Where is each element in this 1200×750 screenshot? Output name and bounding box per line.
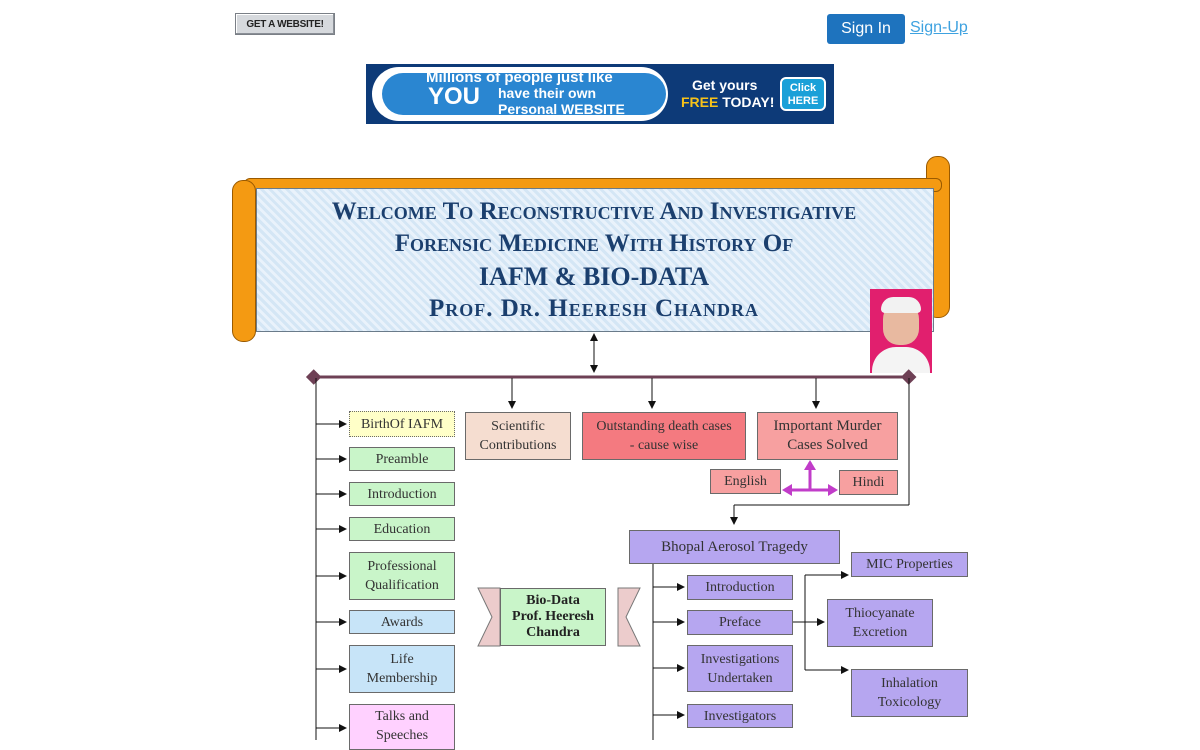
sign-up-link[interactable]: Sign-Up: [910, 19, 968, 36]
inhalation-toxicology-link[interactable]: Inhalation Toxicology: [851, 669, 968, 717]
awards-link[interactable]: Awards: [349, 610, 455, 634]
get-website-button[interactable]: GET A WEBSITE!: [235, 13, 335, 35]
website-ad-banner[interactable]: Millions of people just like YOU have th…: [366, 64, 834, 124]
banner-you: YOU: [428, 83, 481, 110]
banner-line2: have their own: [498, 85, 597, 101]
title-line1: Welcome To Reconstructive And Investigat…: [331, 198, 857, 225]
scientific-contributions-link[interactable]: Scientific Contributions: [465, 412, 571, 460]
bhopal-aerosol-tragedy-link[interactable]: Bhopal Aerosol Tragedy: [629, 530, 840, 564]
banner-free-word: FREE: [681, 94, 719, 110]
sign-in-button[interactable]: Sign In: [827, 14, 905, 44]
photo-hair: [881, 297, 921, 313]
banner-pill: [372, 67, 668, 121]
bhopal-preface-link[interactable]: Preface: [687, 610, 793, 635]
banner-click: Click: [789, 82, 817, 94]
mic-properties-link[interactable]: MIC Properties: [851, 552, 968, 577]
banner-line3: Personal WEBSITE: [498, 101, 625, 117]
title-line2: Forensic Medicine With History Of: [394, 230, 794, 257]
banner-line1: Millions of people just like: [426, 69, 613, 86]
title-line4: Prof. Dr. Heeresh Chandra: [428, 295, 760, 322]
lang-arrow-left: [782, 484, 792, 496]
banner-pill-inner: [382, 73, 666, 115]
important-murder-cases-link[interactable]: Important Murder Cases Solved: [757, 412, 898, 460]
bhopal-investigations-link[interactable]: Investigations Undertaken: [687, 645, 793, 692]
birth-of-iafm-link[interactable]: BirthOf IAFM: [349, 411, 455, 437]
thiocyanate-excretion-link[interactable]: Thiocyanate Excretion: [827, 599, 933, 647]
introduction-link[interactable]: Introduction: [349, 482, 455, 506]
lang-arrow-right: [828, 484, 838, 496]
biodata-line1: Bio-Data: [526, 593, 580, 608]
english-link[interactable]: English: [710, 469, 781, 494]
bhopal-introduction-link[interactable]: Introduction: [687, 575, 793, 600]
biodata-line3: Chandra: [526, 625, 580, 640]
preamble-link[interactable]: Preamble: [349, 447, 455, 471]
lang-arrow-up: [804, 460, 816, 470]
outstanding-death-cases-link[interactable]: Outstanding death cases - cause wise: [582, 412, 746, 460]
hindi-link[interactable]: Hindi: [839, 470, 898, 495]
bar-end-left: [305, 369, 322, 385]
biodata-line2: Prof. Heeresh: [512, 609, 594, 624]
banner-free: FREE TODAY!: [681, 94, 774, 110]
life-membership-link[interactable]: Life Membership: [349, 645, 455, 693]
education-link[interactable]: Education: [349, 517, 455, 541]
bhopal-investigators-link[interactable]: Investigators: [687, 704, 793, 728]
talks-speeches-link[interactable]: Talks and Speeches: [349, 704, 455, 750]
professional-qualification-link[interactable]: Professional Qualification: [349, 552, 455, 600]
professor-photo: [870, 289, 932, 373]
title-scroll: [256, 188, 934, 332]
banner-get: Get yours: [692, 77, 758, 93]
ribbon-right: [617, 587, 641, 647]
page-title: Welcome To Reconstructive And Investigat…: [256, 196, 932, 324]
scroll-left-roll: [232, 180, 256, 342]
photo-shirt: [872, 347, 930, 373]
ribbon-left: [477, 587, 501, 647]
banner-here: HERE: [787, 95, 819, 107]
title-line3: IAFM & BIO-DATA: [478, 262, 710, 291]
biodata-link[interactable]: Bio-Data Prof. Heeresh Chandra: [500, 588, 606, 646]
banner-today: TODAY!: [722, 94, 775, 110]
